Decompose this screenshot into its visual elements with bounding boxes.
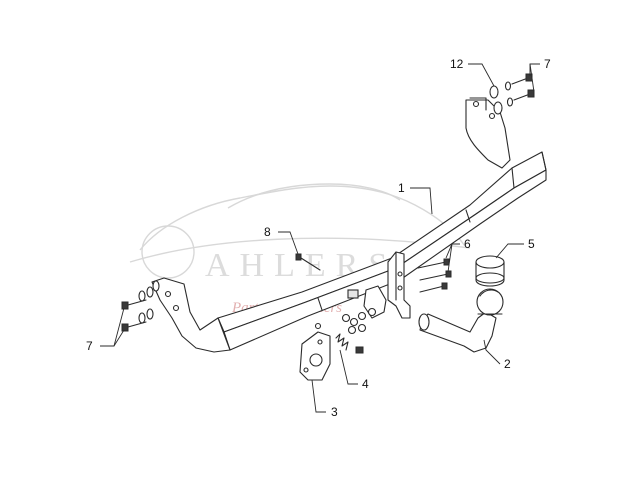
left-washer-4	[146, 308, 154, 320]
cap-top	[475, 255, 505, 269]
tow-ball	[476, 288, 504, 316]
callout-6: 6	[464, 237, 471, 251]
callout-3: 3	[331, 405, 338, 419]
center-tab	[347, 289, 359, 299]
leader-1	[410, 187, 433, 215]
leader-7b-2	[529, 63, 535, 93]
spring-nut	[355, 346, 364, 354]
leader-3	[311, 379, 326, 413]
detachable-ball-neck	[418, 288, 504, 353]
bolt-set-center	[417, 258, 452, 293]
cap-body	[475, 261, 505, 287]
callout-1: 1	[398, 181, 405, 195]
callout-5: 5	[528, 237, 535, 251]
neck-socket-end	[418, 313, 430, 331]
bolt-set-right	[489, 73, 535, 115]
nut-4	[367, 307, 377, 317]
spring-and-nut	[335, 333, 364, 354]
washer-small	[314, 322, 322, 330]
right-washer-1	[504, 81, 512, 91]
right-bolt-shaft-2	[513, 93, 531, 101]
leader-8	[278, 231, 299, 255]
leader-6b	[447, 243, 453, 273]
center-bracket	[387, 251, 411, 319]
center-bracket-hole	[397, 271, 403, 277]
right-bolt-head-1	[525, 73, 533, 82]
callout-2: 2	[504, 357, 511, 371]
callout-labels: 1 2 3 4 5 6 7 7 8 12	[86, 57, 551, 419]
right-bolt-head-2	[527, 89, 535, 98]
beam-seam-2	[317, 297, 323, 311]
bolt-8-head	[295, 253, 302, 261]
leader-7a-2	[113, 329, 125, 347]
callout-7-left: 7	[86, 339, 93, 353]
leader-12	[468, 63, 495, 87]
bolt-head-3	[441, 282, 448, 290]
left-washer-1	[138, 290, 146, 302]
left-bolt-head-1	[121, 301, 129, 310]
left-bracket-hole	[164, 290, 172, 298]
bolt-set-left	[121, 280, 160, 332]
spacer-washer-2	[493, 101, 503, 115]
left-washer-5	[152, 280, 160, 292]
left-bracket-hole-2	[172, 304, 180, 312]
right-bracket-hole	[472, 100, 480, 108]
socket-plate-hole	[309, 353, 323, 367]
callout-4: 4	[362, 377, 369, 391]
watermark-car-outline	[139, 185, 466, 251]
leader-5	[495, 243, 524, 259]
right-bracket-hole-2	[488, 112, 496, 120]
bolt-head-1	[443, 258, 450, 266]
cap-ring	[475, 272, 505, 284]
bolt-shaft-2	[419, 273, 449, 281]
spacer-washer-1	[489, 85, 499, 99]
tow-ball-highlight	[479, 289, 499, 297]
socket-plate-screw	[317, 339, 323, 345]
nut-5	[347, 325, 357, 335]
left-bolt-head-2	[121, 323, 129, 332]
right-washer-2	[506, 97, 514, 107]
neck-bar	[419, 311, 497, 353]
watermark-emblem	[141, 225, 195, 279]
callout-7-right: 7	[544, 57, 551, 71]
right-bolt-shaft-1	[511, 77, 529, 85]
leader-lines	[100, 63, 540, 413]
nut-6	[357, 323, 367, 333]
right-bracket-plate	[465, 99, 511, 169]
callout-12: 12	[450, 57, 464, 71]
center-bracket-hole-2	[397, 285, 403, 291]
right-bracket-edge	[469, 97, 487, 111]
left-washer-2	[146, 286, 154, 298]
callout-8: 8	[264, 225, 271, 239]
nut-2	[349, 317, 359, 327]
spring-coil	[335, 333, 349, 351]
leader-7a-1	[100, 307, 125, 347]
bolt-shaft-1	[417, 261, 447, 269]
nut-cluster	[314, 307, 377, 335]
bolt-head-2	[445, 270, 452, 278]
beam-end-edge	[541, 151, 547, 171]
leader-4	[339, 349, 358, 385]
watermark-car-roof	[227, 183, 401, 209]
left-bracket-plate	[151, 277, 231, 353]
left-washer-3	[138, 312, 146, 324]
ball-cap	[475, 255, 505, 287]
leader-2	[483, 339, 501, 365]
socket-plate-screw-2	[303, 367, 309, 373]
beam-seam	[465, 209, 471, 223]
nut-1	[341, 313, 351, 323]
bolt-8-shaft	[300, 257, 321, 271]
bolt-shaft-3	[419, 285, 445, 293]
beam-end-edge-2	[511, 167, 515, 189]
bolt-8	[295, 253, 321, 271]
socket-plate	[299, 331, 331, 381]
nut-3	[357, 311, 367, 321]
